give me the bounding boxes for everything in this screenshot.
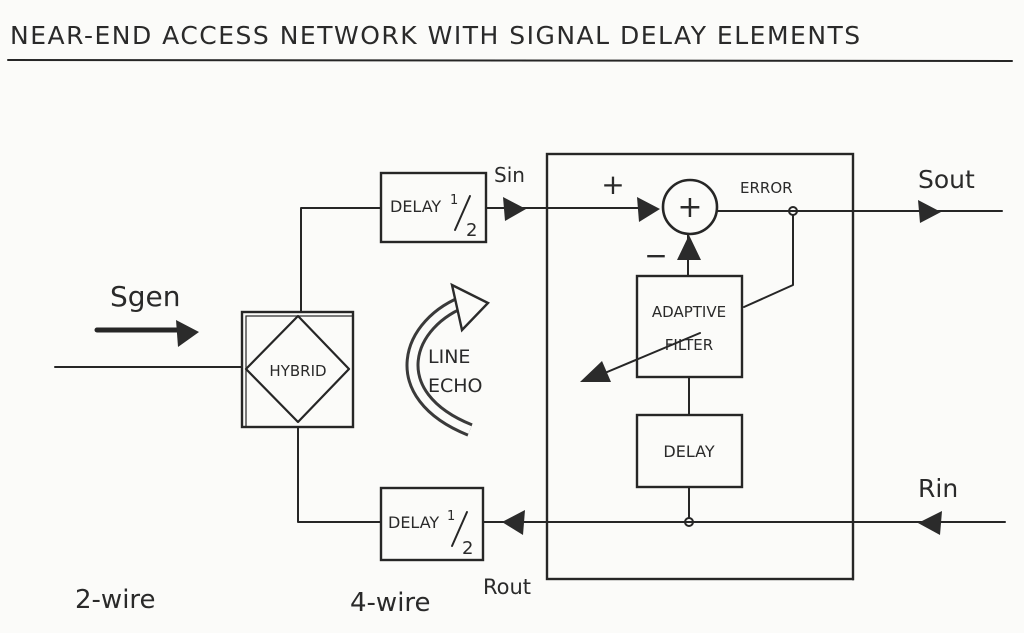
adaptive-filter-block	[635, 274, 744, 379]
top-delay-half-numerator: 1	[450, 193, 458, 208]
line-echo-label-line2: ECHO	[428, 375, 483, 397]
rout-label: Rout	[483, 575, 531, 599]
summer-circle	[661, 178, 719, 236]
hybrid-diamond	[244, 314, 351, 424]
top-delay-half-denominator: 2	[466, 220, 477, 241]
adaptive-filter-label-line2: FILTER	[665, 336, 713, 354]
delay-label: DELAY	[663, 442, 714, 461]
adaptive-filter-label-line1: ADAPTIVE	[652, 303, 726, 321]
bottom-delay-half-label: DELAY	[388, 513, 439, 532]
hybrid-to-top-delay-line	[300, 207, 382, 313]
sin-label: Sin	[494, 163, 525, 187]
sgen-label: Sgen	[110, 280, 181, 313]
top-delay-half-slash	[454, 195, 471, 231]
line-echo-label-line1: LINE	[428, 346, 470, 368]
line-echo-arc-inner	[408, 296, 472, 434]
hybrid-to-bottom-delay-line	[297, 426, 382, 523]
hybrid-block	[240, 310, 355, 429]
sgen-arrow-head	[176, 320, 199, 347]
summer-minus-sign: −	[644, 239, 667, 272]
delay-block	[635, 413, 744, 489]
rin-label: Rin	[918, 474, 958, 503]
adaptation-arrow-head	[580, 361, 611, 382]
four-wire-label: 4-wire	[350, 588, 431, 618]
error-feedback-line	[743, 214, 794, 308]
top-delay-half-label: DELAY	[390, 197, 441, 216]
bottom-delay-half-block	[379, 486, 485, 562]
adaptation-arrow-shaft	[599, 332, 701, 376]
bottom-delay-half-denominator: 2	[462, 538, 473, 559]
hybrid-label: HYBRID	[269, 362, 326, 380]
sout-arrow	[918, 200, 941, 223]
summer-minus-input-arrow	[677, 235, 701, 260]
rin-arrow	[918, 511, 942, 535]
rout-arrow	[502, 510, 525, 535]
line-echo-arrow-head	[450, 282, 490, 333]
sout-label: Sout	[918, 165, 975, 194]
error-label: ERROR	[740, 179, 793, 197]
diagram-title: NEAR-END ACCESS NETWORK WITH SIGNAL DELA…	[10, 21, 862, 50]
title-underline	[7, 59, 1013, 62]
sin-arrow	[503, 197, 526, 221]
summer-symbol: +	[677, 190, 702, 225]
bottom-delay-half-slash	[451, 511, 468, 547]
summer-plus-sign: +	[601, 168, 624, 201]
two-wire-label: 2-wire	[75, 585, 156, 615]
top-delay-half-block	[379, 171, 488, 244]
summer-plus-input-arrow	[637, 197, 660, 222]
bottom-delay-half-numerator: 1	[447, 509, 455, 524]
